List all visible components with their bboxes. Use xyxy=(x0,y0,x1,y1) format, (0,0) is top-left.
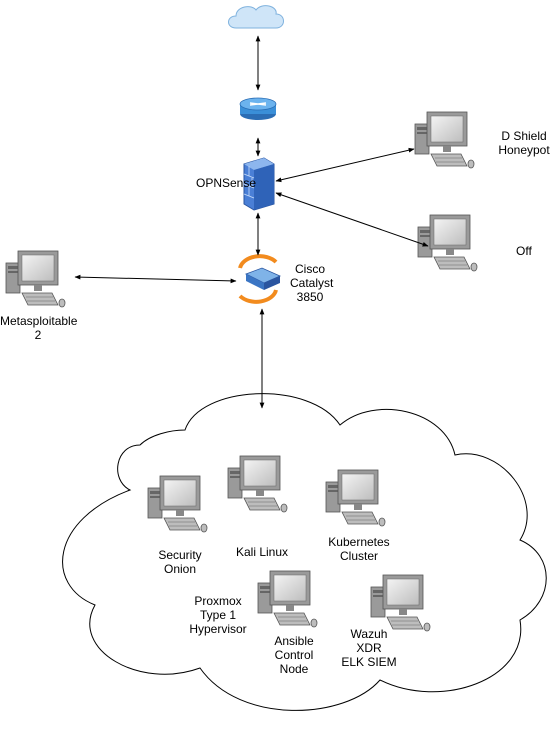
wazuh-label-line-1: Wazuh xyxy=(350,627,388,641)
ansible-label-line-3: Node xyxy=(279,662,309,676)
internet-cloud-icon xyxy=(228,5,284,29)
dshield-label-line-1: D Shield xyxy=(501,129,547,143)
kubernetes-label-line-2: Cluster xyxy=(339,549,378,563)
firewall-icon xyxy=(243,157,275,211)
proxmox-label-line-2: Type 1 xyxy=(199,608,237,622)
opnsense-label-text: OPNSense xyxy=(196,176,257,190)
dshield-label: D Shield Honeypot xyxy=(494,129,554,157)
switch-label-line-3: 3850 xyxy=(296,290,324,304)
kubernetes-label-line-1: Kubernetes xyxy=(328,535,390,549)
switch-label: Cisco Catalyst 3850 xyxy=(290,262,334,304)
lab-cloud-shape xyxy=(62,393,547,711)
wazuh-label: Wazuh XDR ELK SIEM xyxy=(336,627,402,669)
ansible-label-line-2: Control xyxy=(274,648,314,662)
link-switch-metasploitable xyxy=(74,274,237,284)
dshield-label-line-2: Honeypot xyxy=(498,143,550,157)
switch-label-line-2: Catalyst xyxy=(290,276,334,290)
metasploitable-label: Metasploitable 2 xyxy=(0,314,78,342)
kali-label: Kali Linux xyxy=(232,545,292,559)
ansible-label: Ansible Control Node xyxy=(264,634,324,676)
link-firewall-dshield xyxy=(275,147,415,183)
switch-icon xyxy=(238,254,281,304)
metasploitable-label-line-2: 2 xyxy=(34,328,42,342)
proxmox-label-line-1: Proxmox xyxy=(194,594,242,608)
opnsense-label: OPNSense xyxy=(196,176,256,190)
dshield-computer-icon xyxy=(414,111,475,169)
metasploitable-label-line-1: Metasploitable xyxy=(0,314,78,328)
security-onion-label: Security Onion xyxy=(150,548,210,576)
metasploitable-computer-icon xyxy=(5,250,66,308)
link-firewall-off xyxy=(275,192,429,247)
off-label: Off xyxy=(516,244,532,258)
proxmox-label-line-3: Hypervisor xyxy=(189,622,247,636)
kubernetes-label: Kubernetes Cluster xyxy=(320,535,398,563)
off-label-text: Off xyxy=(516,244,532,258)
ansible-label-line-1: Ansible xyxy=(274,634,314,648)
router-icon xyxy=(239,97,277,120)
wazuh-label-line-2: XDR xyxy=(356,641,382,655)
off-computer-icon xyxy=(417,214,478,272)
security-onion-label-line-1: Security xyxy=(158,548,202,562)
security-onion-label-line-2: Onion xyxy=(163,562,197,576)
proxmox-label: Proxmox Type 1 Hypervisor xyxy=(186,594,250,636)
kali-label-text: Kali Linux xyxy=(235,545,289,559)
switch-label-line-1: Cisco xyxy=(294,262,325,276)
wazuh-label-line-3: ELK SIEM xyxy=(341,655,397,669)
